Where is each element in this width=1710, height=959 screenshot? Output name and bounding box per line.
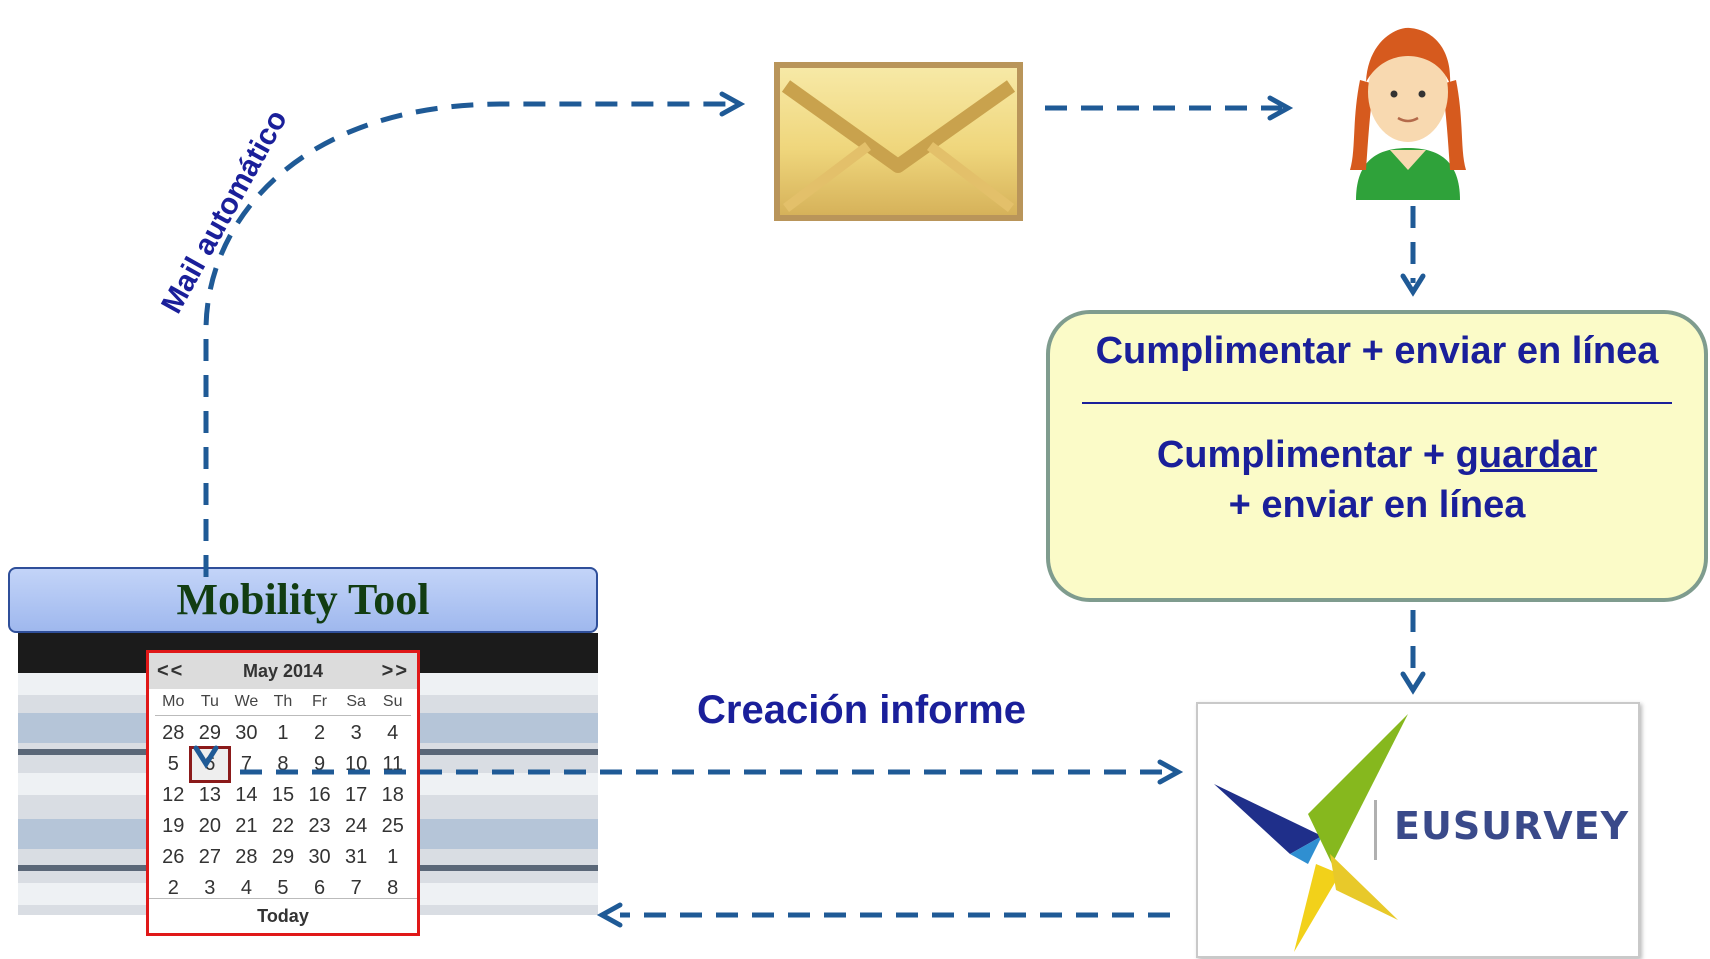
calendar-day[interactable]: 30 [235, 722, 258, 744]
calendar-day[interactable]: 13 [198, 784, 221, 806]
calendar-day[interactable]: 3 [350, 722, 362, 744]
mobility-tool-title: Mobility Tool [8, 567, 598, 633]
calendar-day[interactable]: 24 [345, 815, 368, 837]
mail-automatico-label: Mail automático [155, 104, 294, 319]
calendar-day[interactable]: 5 [277, 877, 289, 899]
calendar-day[interactable]: 15 [271, 784, 295, 806]
envelope-flap [781, 80, 1016, 212]
calendar-day[interactable]: 18 [381, 784, 404, 806]
instructions-box: Cumplimentar + enviar en línea Cumplimen… [1046, 310, 1708, 602]
calendar-day[interactable]: 20 [198, 815, 221, 837]
weekday: Su [382, 693, 403, 710]
calendar-day[interactable]: 22 [271, 815, 295, 837]
instruction-save-underlined: guardar [1455, 434, 1598, 476]
calendar-day[interactable]: 31 [345, 846, 368, 868]
calendar-day[interactable]: 4 [387, 722, 399, 744]
calendar-day[interactable]: 14 [235, 784, 258, 806]
calendar-day[interactable]: 2 [167, 877, 179, 899]
calendar-day[interactable]: 4 [240, 877, 252, 899]
calendar-day[interactable]: 6 [188, 746, 232, 783]
person-icon [1350, 27, 1466, 200]
arrow-mail-curve [203, 101, 735, 577]
calendar-today-button[interactable]: Today [149, 898, 417, 933]
instruction-save-line: Cumplimentar + guardar [1050, 430, 1704, 480]
weekday: We [234, 693, 259, 710]
arrowhead-mobility [596, 902, 623, 928]
calendar-day[interactable]: 11 [382, 753, 404, 775]
instruction-online: Cumplimentar + enviar en línea [1095, 330, 1659, 372]
calendar-day[interactable]: 3 [204, 877, 216, 899]
calendar-day[interactable]: 10 [345, 753, 368, 775]
calendar-day[interactable]: 25 [381, 815, 404, 837]
calendar-month: May 2014 [242, 660, 324, 681]
creacion-informe-label: Creación informe [697, 688, 1026, 732]
calendar-day[interactable]: 16 [308, 784, 331, 806]
calendar-day[interactable]: 30 [308, 846, 331, 868]
calendar-next-button[interactable]: >> [381, 659, 409, 682]
eusurvey-mark-icon [1214, 714, 1408, 952]
eusurvey-logo: EUSURVEY [1196, 702, 1640, 958]
arrowhead-person [1267, 95, 1294, 121]
calendar-day[interactable]: 28 [162, 722, 185, 744]
calendar-day[interactable]: 8 [277, 753, 289, 775]
arrowhead-eusurvey-top [1400, 671, 1426, 695]
calendar-day[interactable]: 29 [198, 722, 221, 744]
calendar-day[interactable]: 8 [387, 877, 399, 899]
calendar-prev-button[interactable]: << [157, 659, 185, 682]
weekday: Fr [312, 693, 328, 710]
calendar-day[interactable]: 7 [240, 753, 252, 775]
calendar-day[interactable]: 1 [387, 846, 399, 868]
instruction-save-prefix: Cumplimentar + [1156, 434, 1456, 476]
weekday: Sa [346, 693, 366, 710]
calendar-weekdays: Mo Tu We Th Fr Sa Su [155, 689, 411, 716]
calendar-day[interactable]: 12 [162, 784, 185, 806]
eusurvey-wordmark: EUSURVEY [1394, 804, 1630, 848]
instruction-save-suffix: + enviar en línea [1228, 484, 1526, 526]
calendar-day[interactable]: 9 [314, 753, 326, 775]
weekday: Tu [200, 693, 219, 710]
calendar-day[interactable]: 23 [308, 815, 331, 837]
calendar-day[interactable]: 7 [350, 877, 362, 899]
calendar-day[interactable]: 28 [235, 846, 258, 868]
calendar-day[interactable]: 6 [314, 877, 326, 899]
calendar-header: << May 2014 >> [149, 653, 417, 689]
weekday: Th [273, 693, 293, 710]
calendar-day[interactable]: 26 [162, 846, 185, 868]
arrowhead-box [1400, 273, 1426, 297]
weekday: Mo [162, 693, 185, 710]
calendar-day[interactable]: 1 [277, 722, 289, 744]
calendar-day[interactable]: 29 [271, 846, 295, 868]
calendar-day[interactable]: 27 [198, 846, 221, 868]
calendar-day[interactable]: 19 [162, 815, 185, 837]
calendar-day[interactable]: 5 [167, 753, 179, 775]
calendar-day[interactable]: 2 [314, 722, 326, 744]
arrowhead-mail [719, 91, 746, 117]
arrowhead-eusurvey-left [1157, 759, 1184, 785]
envelope-icon [774, 62, 1023, 221]
calendar-day[interactable]: 21 [235, 815, 258, 837]
calendar-day[interactable]: 17 [345, 784, 368, 806]
eusurvey-divider [1374, 800, 1377, 860]
instruction-separator [1082, 402, 1672, 404]
